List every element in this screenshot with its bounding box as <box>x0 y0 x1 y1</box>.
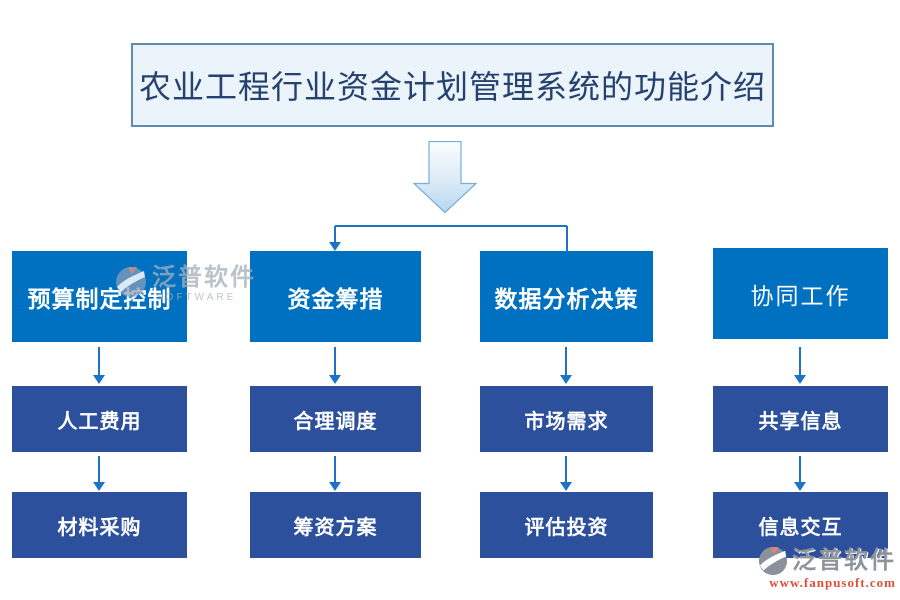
feature-box-label: 共享信息 <box>758 410 843 433</box>
feature-box-label: 市场需求 <box>524 410 609 433</box>
feature-box-investment-evaluation: 评估投资 <box>480 492 653 558</box>
feature-box-budget-control: 预算制定控制 <box>12 251 187 342</box>
arrowheads <box>93 242 806 491</box>
feature-box-label: 人工费用 <box>57 410 142 433</box>
feature-box-label: 材料采购 <box>57 516 142 539</box>
feature-box-label: 合理调度 <box>293 410 378 433</box>
feature-box-fund-raising: 资金筹措 <box>250 251 421 342</box>
feature-box-label: 筹资方案 <box>293 516 378 539</box>
feature-box-info-sharing: 共享信息 <box>713 386 888 452</box>
diagram-title: 农业工程行业资金计划管理系统的功能介绍 <box>138 69 766 105</box>
feature-box-label: 信息交互 <box>758 516 843 539</box>
diagram-title-box: 农业工程行业资金计划管理系统的功能介绍 <box>131 43 774 127</box>
feature-box-labor-cost: 人工费用 <box>12 386 187 452</box>
feature-box-label: 数据分析决策 <box>494 285 639 312</box>
feature-box-label: 资金筹措 <box>287 285 384 312</box>
feature-box-material-purchase: 材料采购 <box>12 492 187 558</box>
feature-box-info-exchange: 信息交互 <box>713 492 888 558</box>
feature-box-label: 协同工作 <box>750 283 851 309</box>
feature-box-scheduling: 合理调度 <box>250 386 421 452</box>
feature-box-label: 评估投资 <box>524 516 609 539</box>
down-arrow-icon <box>413 141 477 214</box>
feature-box-data-analysis: 数据分析决策 <box>480 251 653 342</box>
feature-box-market-demand: 市场需求 <box>480 386 653 452</box>
feature-box-label: 预算制定控制 <box>27 285 172 312</box>
feature-box-collaboration: 协同工作 <box>713 248 888 339</box>
feature-box-financing-plan: 筹资方案 <box>250 492 421 558</box>
